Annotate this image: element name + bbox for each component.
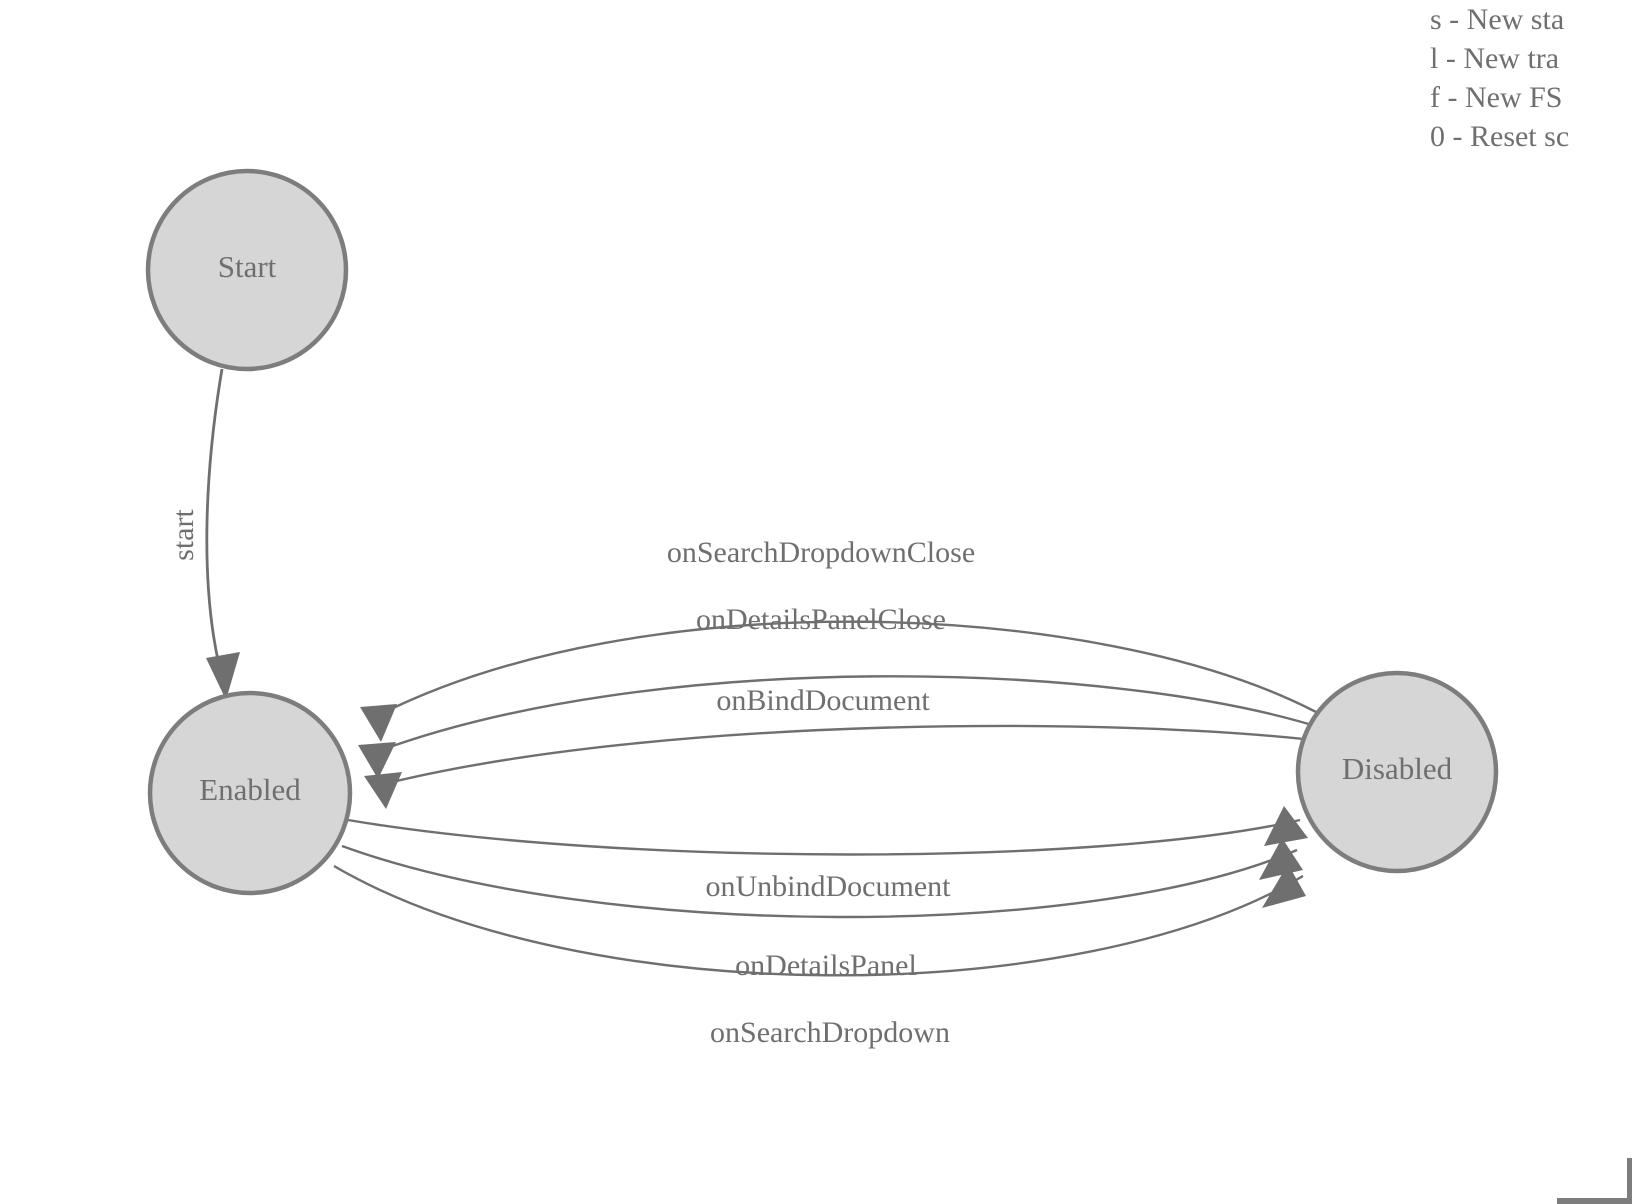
vertical-scrollbar-corner[interactable] xyxy=(1627,1158,1632,1204)
state-node-disabled-circle[interactable] xyxy=(1295,670,1499,874)
transition-on-bind-document-arrowhead xyxy=(364,772,402,809)
transition-on-search-dropdown-close-path[interactable] xyxy=(376,620,1317,718)
transition-label-on-unbind-document: onUnbindDocument xyxy=(706,870,952,903)
transition-on-search-dropdown-arrowhead xyxy=(1262,864,1306,908)
state-node-enabled[interactable]: Enabled xyxy=(147,690,353,896)
state-node-enabled-label: Enabled xyxy=(199,772,301,807)
transition-on-details-panel-arrowhead xyxy=(1259,838,1303,880)
state-node-start-circle[interactable] xyxy=(145,168,349,372)
state-node-disabled-label: Disabled xyxy=(1342,751,1453,786)
transition-label-on-search-dropdown-close: onSearchDropdownClose xyxy=(667,536,975,569)
transition-on-details-panel[interactable] xyxy=(341,838,1303,919)
transition-label-on-details-panel: onDetailsPanel xyxy=(735,949,917,982)
state-node-start-label: Start xyxy=(218,249,277,284)
transition-on-bind-document-path[interactable] xyxy=(383,724,1331,786)
transition-label-on-details-panel-close: onDetailsPanelClose xyxy=(696,603,946,636)
transition-label-on-bind-document: onBindDocument xyxy=(716,684,930,717)
transition-on-unbind-document-path[interactable] xyxy=(347,818,1301,856)
state-node-enabled-circle[interactable] xyxy=(147,690,353,896)
transition-on-details-panel-close[interactable] xyxy=(358,675,1326,779)
transition-on-search-dropdown-close-arrowhead xyxy=(360,704,397,742)
transition-on-bind-document[interactable] xyxy=(364,724,1331,809)
transition-label-start: start xyxy=(167,509,200,561)
transition-start-arrowhead xyxy=(206,652,240,700)
horizontal-scrollbar-corner[interactable] xyxy=(1557,1198,1632,1204)
transition-on-unbind-document[interactable] xyxy=(347,806,1308,856)
transition-on-details-panel-path[interactable] xyxy=(341,844,1298,919)
transition-on-details-panel-close-arrowhead xyxy=(358,742,396,779)
transition-on-search-dropdown-path[interactable] xyxy=(333,864,1304,977)
state-node-disabled[interactable]: Disabled xyxy=(1295,670,1499,874)
transition-start[interactable] xyxy=(205,368,240,700)
state-node-start[interactable]: Start xyxy=(145,168,349,372)
transition-on-search-dropdown[interactable] xyxy=(333,864,1306,977)
transition-on-details-panel-close-path[interactable] xyxy=(375,675,1326,754)
transition-label-on-search-dropdown: onSearchDropdown xyxy=(710,1016,950,1049)
transition-on-search-dropdown-close[interactable] xyxy=(360,620,1317,742)
transition-on-unbind-document-arrowhead xyxy=(1264,806,1308,846)
transition-start-path[interactable] xyxy=(205,368,224,666)
